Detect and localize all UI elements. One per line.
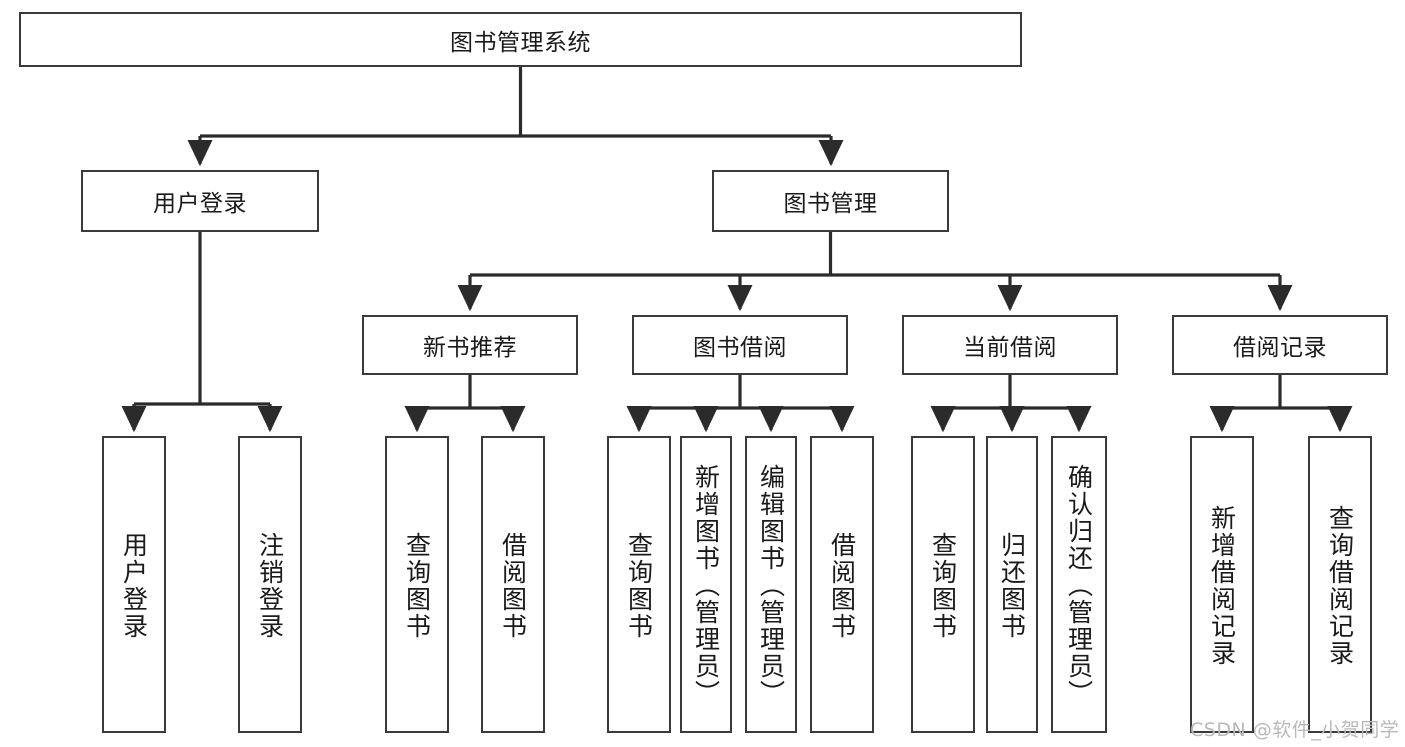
node-leaf-confirm-return-admin[interactable]: 确认归还（管理员） [1051,436,1107,733]
node-borrow-record[interactable]: 借阅记录 [1172,315,1388,375]
node-leaf-borrow-book-1[interactable]: 借阅图书 [481,436,545,733]
node-label: 归还图书 [997,531,1027,640]
node-label: 注销登录 [255,531,285,640]
node-label: 用户登录 [119,531,149,640]
node-leaf-query-borrow-record[interactable]: 查询借阅记录 [1308,436,1372,733]
node-book-management[interactable]: 图书管理 [712,170,949,232]
csdn-watermark: CSDN @软件_小贺同学 [1190,719,1400,741]
node-leaf-edit-book-admin[interactable]: 编辑图书（管理员） [745,436,797,733]
node-label: 图书管理 [783,191,878,217]
node-user-login[interactable]: 用户登录 [81,170,319,232]
node-label: 查询图书 [402,531,432,640]
node-label: 查询借阅记录 [1325,504,1355,667]
node-label: 图书借阅 [693,335,787,361]
node-label: 编辑图书（管理员） [756,464,786,707]
node-leaf-query-book-2[interactable]: 查询图书 [607,436,671,733]
node-label: 新增借阅记录 [1207,504,1237,667]
node-leaf-return-book[interactable]: 归还图书 [986,436,1038,733]
node-label: 用户登录 [153,191,247,217]
node-leaf-query-book-3[interactable]: 查询图书 [911,436,975,733]
node-label: 查询图书 [624,531,654,640]
node-book-management-system[interactable]: 图书管理系统 [19,12,1022,67]
node-leaf-logout-login[interactable]: 注销登录 [238,436,302,733]
node-label: 查询图书 [928,531,958,640]
node-leaf-query-book-1[interactable]: 查询图书 [385,436,449,733]
node-leaf-borrow-book-2[interactable]: 借阅图书 [810,436,874,733]
node-label: 当前借阅 [963,335,1057,361]
node-label: 新增图书（管理员） [691,464,721,707]
node-leaf-user-login[interactable]: 用户登录 [102,436,166,733]
node-new-book-recommend[interactable]: 新书推荐 [362,315,578,375]
node-label: 借阅图书 [827,531,857,640]
node-label: 借阅图书 [498,531,528,640]
node-leaf-add-borrow-record[interactable]: 新增借阅记录 [1190,436,1254,733]
node-label: 借阅记录 [1233,335,1327,361]
node-leaf-add-book-admin[interactable]: 新增图书（管理员） [680,436,732,733]
node-current-borrow[interactable]: 当前借阅 [902,315,1118,375]
node-label: 新书推荐 [423,335,517,361]
node-book-borrow[interactable]: 图书借阅 [632,315,848,375]
node-label: 图书管理系统 [450,29,591,56]
node-label: 确认归还（管理员） [1064,464,1094,707]
